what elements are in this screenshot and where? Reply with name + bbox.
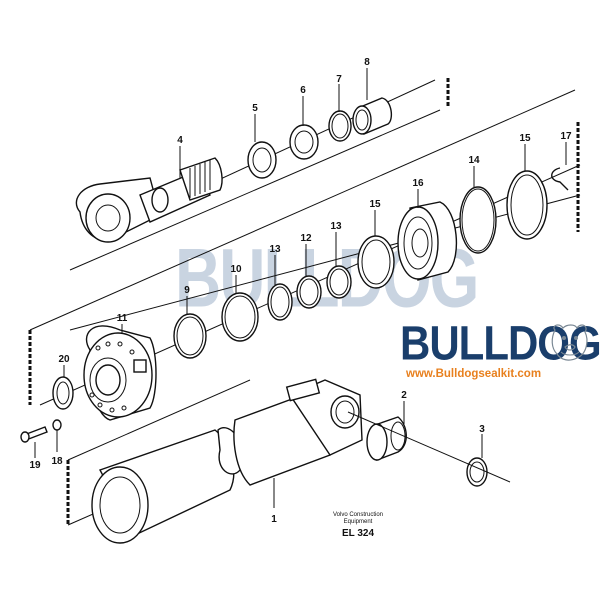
label-4: 4 (177, 135, 183, 146)
ring-part-7 (328, 110, 352, 142)
label-7: 7 (336, 74, 342, 85)
label-1: 1 (271, 514, 277, 525)
label-3: 3 (479, 424, 485, 435)
part-labels: 1 2 3 4 5 6 7 8 9 10 11 12 13 13 14 15 1… (29, 57, 572, 525)
ring-part-6 (289, 124, 319, 160)
label-2: 2 (401, 390, 407, 401)
label-6: 6 (300, 85, 306, 96)
washer-part-18 (52, 419, 62, 431)
label-5: 5 (252, 103, 258, 114)
ring-part-12 (296, 275, 322, 309)
guide-ring-part-15a (357, 235, 395, 289)
lock-ring-part-20 (52, 376, 74, 410)
label-16: 16 (412, 178, 424, 189)
label-15a: 15 (369, 199, 381, 210)
tube-panel (66, 378, 511, 544)
bulldog-face-icon (551, 324, 588, 361)
label-11: 11 (117, 313, 128, 324)
ring-part-14 (459, 186, 497, 254)
ring-part-13b (326, 265, 352, 299)
label-10: 10 (230, 264, 242, 275)
rod-panel (69, 78, 450, 271)
bushing-part-2 (366, 416, 407, 461)
label-15b: 15 (519, 133, 531, 144)
ring-part-13a (267, 283, 293, 321)
piston-panel (20, 89, 581, 443)
label-17: 17 (560, 131, 572, 142)
label-14: 14 (468, 155, 480, 166)
publisher-caption: Volvo Construction Equipment EL 324 (318, 512, 398, 539)
caption-line-1: Volvo Construction (332, 512, 384, 518)
label-20: 20 (58, 354, 70, 365)
label-13a: 13 (269, 244, 281, 255)
cylinder-tube-part-1 (91, 378, 363, 544)
clip-part-17 (551, 167, 569, 191)
label-9: 9 (184, 285, 190, 296)
diagram-code: EL 324 (341, 528, 375, 539)
seal-part-9 (173, 313, 207, 359)
seal-part-5 (247, 141, 277, 179)
seal-part-10 (221, 292, 259, 342)
label-8: 8 (364, 57, 370, 68)
label-18: 18 (51, 456, 63, 467)
label-13b: 13 (330, 221, 342, 232)
caption-line-2: Equipment (343, 519, 373, 525)
leader-lines (34, 68, 567, 508)
guide-ring-part-15b (506, 170, 548, 240)
label-19: 19 (29, 460, 41, 471)
rod-eye-part-4 (75, 157, 223, 243)
cylinder-head-part-11 (83, 325, 157, 421)
piston-part-16 (397, 201, 458, 281)
label-12: 12 (300, 233, 312, 244)
brand-url: www.Bulldogsealkit.com (406, 368, 542, 380)
